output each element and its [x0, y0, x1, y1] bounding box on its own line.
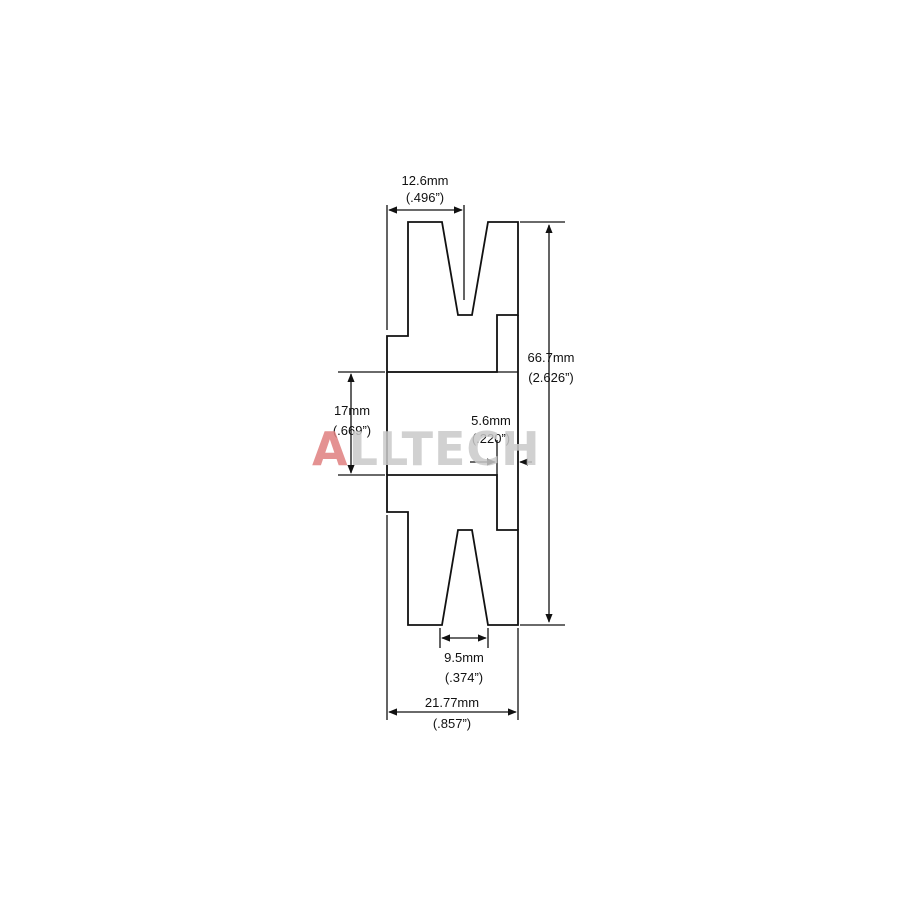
bore-inch-label: (.669”)	[333, 423, 371, 438]
groove-bottom-mm-label: 9.5mm	[444, 650, 484, 665]
bore-mm-label: 17mm	[334, 403, 370, 418]
watermark-logo: ALLTECH	[312, 422, 541, 476]
overall-diameter-mm-label: 66.7mm	[528, 350, 575, 365]
overall-width-mm-label: 21.77mm	[425, 695, 479, 710]
lower-section	[386, 474, 519, 626]
groove-bottom-inch-label: (.374”)	[445, 670, 483, 685]
groove-top-inch-label: (.496”)	[406, 190, 444, 205]
overall-width-inch-label: (.857”)	[433, 716, 471, 731]
overall-diameter-inch-label: (2.626”)	[528, 370, 574, 385]
groove-top-mm-label: 12.6mm	[402, 173, 449, 188]
watermark-rest: LLTECH	[349, 422, 541, 476]
watermark-first-letter: A	[312, 422, 349, 476]
offset-mm-label: 5.6mm	[471, 413, 511, 428]
upper-section	[386, 221, 519, 373]
offset-inch-label: (.220”)	[472, 431, 510, 446]
